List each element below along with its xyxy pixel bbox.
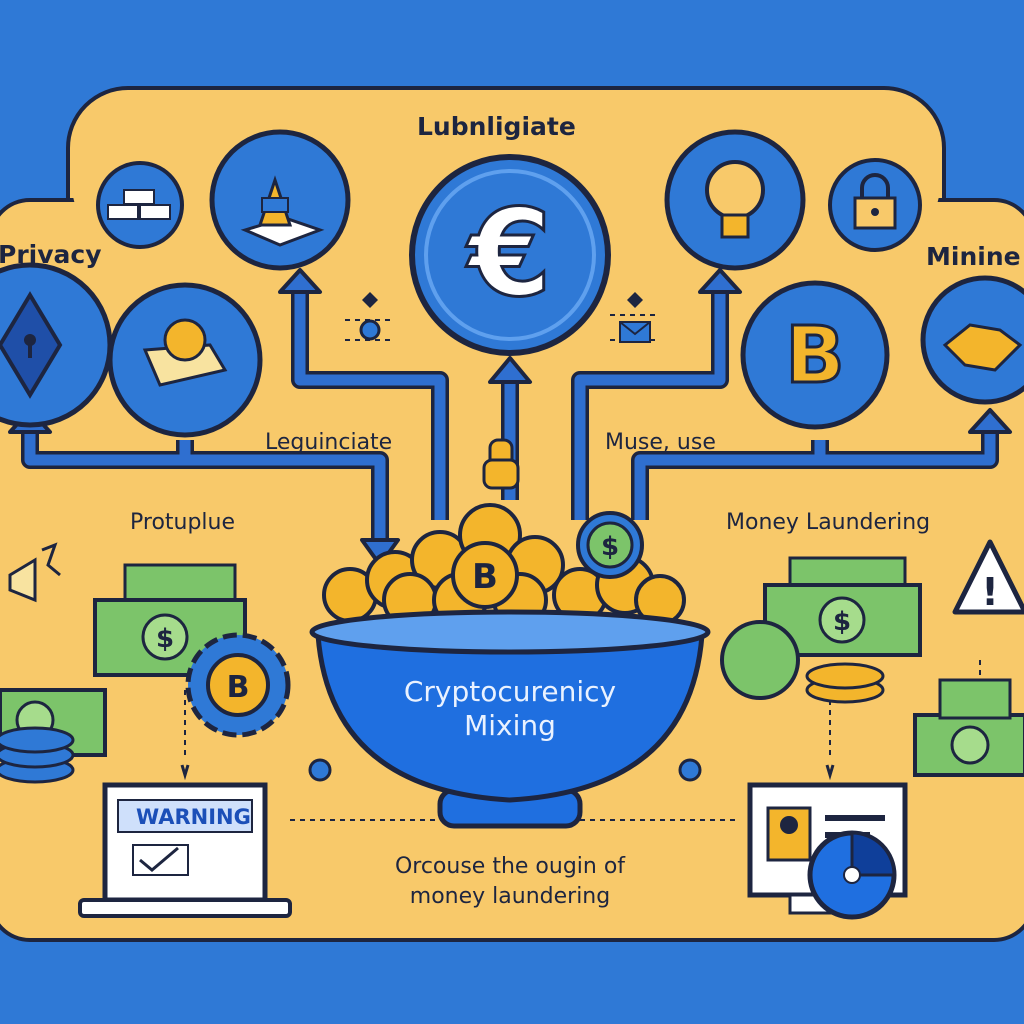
padlock-icon (828, 158, 922, 252)
pile-dollar-glyph: $ (601, 532, 619, 562)
handshake-icon (920, 275, 1024, 405)
connector-lines (24, 290, 996, 540)
label-protection: Protuplue (130, 510, 236, 535)
bottom-caption: Orcouse the ougin of money laundering (350, 852, 670, 912)
bottom-caption-line1: Orcouse the ougin of (394, 854, 626, 879)
marker-dot-bottom-left (308, 758, 332, 782)
laptop-warning-icon (78, 782, 292, 918)
bitcoin-icon: B (740, 280, 890, 430)
bottom-caption-line2: money laundering (409, 884, 611, 909)
bitcoin-glyph: B (785, 311, 844, 401)
shield-keyhole-icon (0, 262, 113, 428)
dollar-glyph-right: $ (833, 607, 851, 637)
megaphone-icon (8, 542, 61, 603)
pointing-hand-icon (482, 438, 520, 490)
bowl-caption-line2: Mixing (464, 709, 556, 742)
warning-triangle-icon: ! (952, 539, 1024, 615)
crypto-token-icon (209, 129, 351, 271)
diagram-title: Lubnligiate (417, 112, 576, 141)
gear-bitcoin-glyph: B (227, 670, 250, 705)
gold-bars-icon (96, 161, 184, 249)
label-privacy: Privacy (0, 240, 102, 269)
label-money-laundering: Money Laundering (726, 510, 931, 535)
mixing-bowl (309, 609, 711, 829)
dollar-glyph-left: $ (156, 624, 174, 654)
diamond-marker-left (362, 292, 378, 308)
warning-label: WARNING (136, 805, 251, 829)
euro-glyph: € (465, 185, 552, 324)
pile-bitcoin-glyph: B (472, 557, 498, 597)
label-mining: Minine (926, 242, 1021, 271)
marker-dot-bottom-right (678, 758, 702, 782)
label-misuse: Muse, use (605, 430, 716, 455)
label-legitimate: Leguinciate (265, 430, 393, 455)
euro-icon: € (409, 154, 611, 356)
monitor-id-icon (747, 782, 908, 920)
gear-coin-icon: B (185, 632, 291, 738)
lightbulb-icon (664, 129, 806, 271)
dotted-arrow-right (825, 764, 835, 781)
dotted-arrow-left (180, 764, 190, 781)
coin-wallet-icon (107, 282, 263, 438)
bowl-caption-line1: Cryptocurenicy (403, 675, 617, 708)
cash-stack-right-icon: $ (720, 556, 1024, 777)
bowl-caption: Cryptocurenicy Mixing (360, 675, 660, 743)
envelope-flap (619, 321, 651, 336)
diamond-marker-right (627, 292, 643, 308)
warning-mark: ! (981, 570, 998, 614)
marker-dot-left (359, 319, 381, 341)
